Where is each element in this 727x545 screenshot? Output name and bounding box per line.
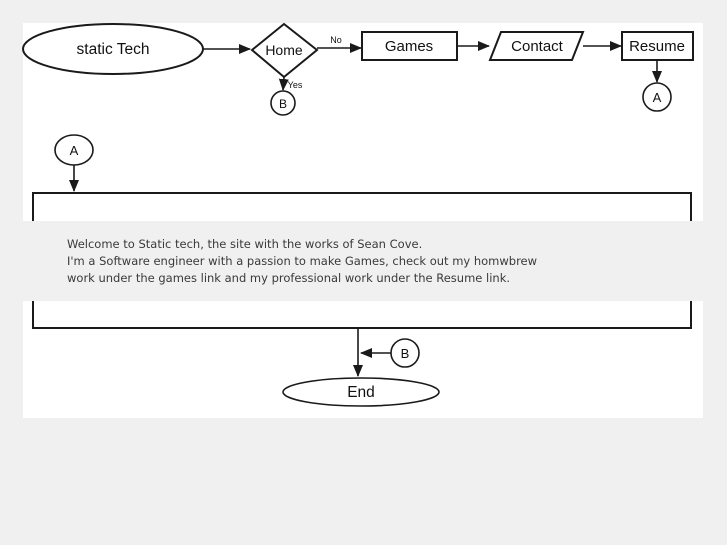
games-node [361,31,458,61]
gray-band [0,221,727,301]
welcome-line-3: work under the games link and my profess… [67,271,511,285]
connector-b-top [270,90,296,116]
connector-a-top-label: A [653,90,662,105]
connector-b-bottom [390,338,420,368]
welcome-line-2: I'm a Software engineer with a passion t… [67,254,538,268]
home-decision-node [250,22,319,79]
connector-a-top [642,82,672,112]
start-node-label: static Tech [77,41,150,58]
welcome-line-1: Welcome to Static tech, the site with th… [67,237,423,251]
resume-node [621,31,694,61]
arrow-home-to-b [278,76,289,91]
connector-a-left-label: A [70,143,79,158]
end-node [282,377,440,407]
connector-a-left [54,134,94,166]
no-branch-label: No [330,35,342,45]
home-decision-label: Home [265,42,303,58]
contact-node-label: Contact [511,38,564,55]
contact-node [488,31,585,61]
games-node-label: Games [385,38,433,55]
connector-b-top-label: B [279,97,287,111]
resume-node-label: Resume [629,38,685,55]
yes-branch-label: Yes [288,80,303,90]
start-node [22,23,204,75]
welcome-paragraph: Welcome to Static tech, the site with th… [67,236,627,287]
connector-b-bottom-label: B [401,346,410,361]
end-node-label: End [347,384,375,401]
